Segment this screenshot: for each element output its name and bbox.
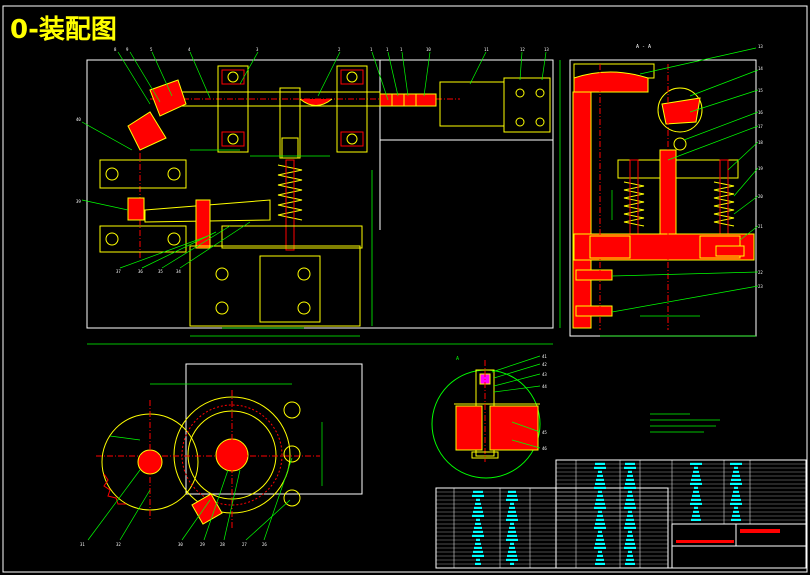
parts-list-table [435, 459, 807, 569]
top-view-gears: 31 32 30 29 28 27 26 [80, 363, 363, 547]
svg-text:20: 20 [758, 194, 763, 199]
drawing-title: 0-装配图 [10, 15, 117, 45]
svg-text:30: 30 [178, 542, 183, 547]
section-label: A - A [636, 44, 651, 50]
svg-text:1: 1 [400, 47, 403, 52]
svg-text:46: 46 [542, 446, 547, 451]
svg-text:29: 29 [200, 542, 205, 547]
svg-text:10: 10 [426, 47, 431, 52]
drawing-frame [2, 5, 808, 573]
svg-text:15: 15 [758, 88, 763, 93]
svg-text:45: 45 [542, 430, 547, 435]
svg-text:1: 1 [386, 47, 389, 52]
bevel-gear-pair [127, 79, 187, 151]
svg-text:37: 37 [116, 269, 121, 274]
svg-text:42: 42 [542, 362, 547, 367]
svg-text:32: 32 [116, 542, 121, 547]
svg-text:35: 35 [158, 269, 163, 274]
svg-text:34: 34 [176, 269, 181, 274]
svg-text:1: 1 [370, 47, 373, 52]
svg-text:14: 14 [758, 66, 763, 71]
svg-text:13: 13 [758, 44, 763, 49]
svg-text:17: 17 [758, 124, 763, 129]
bearing-block-left [217, 65, 249, 153]
svg-text:22: 22 [758, 270, 763, 275]
svg-text:44: 44 [542, 384, 547, 389]
coupling [379, 93, 437, 107]
svg-text:28: 28 [220, 542, 225, 547]
svg-text:40: 40 [76, 117, 81, 122]
svg-text:31: 31 [80, 542, 85, 547]
svg-text:39: 39 [76, 199, 81, 204]
svg-text:19: 19 [758, 166, 763, 171]
svg-text:18: 18 [758, 140, 763, 145]
svg-text:12: 12 [520, 47, 525, 52]
svg-text:16: 16 [758, 110, 763, 115]
svg-text:5: 5 [150, 47, 153, 52]
technical-notes [650, 413, 720, 433]
svg-text:9: 9 [126, 47, 129, 52]
cam-section [657, 87, 703, 151]
detail-view: 41 42 43 44 45 46 A [431, 354, 547, 479]
svg-text:8: 8 [114, 47, 117, 52]
motor [439, 77, 551, 133]
svg-text:13: 13 [544, 47, 549, 52]
svg-text:2: 2 [338, 47, 341, 52]
svg-text:11: 11 [484, 47, 489, 52]
gear-icon [101, 413, 199, 511]
spring-icon [623, 181, 735, 227]
svg-text:26: 26 [262, 542, 267, 547]
svg-text:36: 36 [138, 269, 143, 274]
svg-text:3: 3 [256, 47, 259, 52]
svg-text:4: 4 [188, 47, 191, 52]
svg-text:23: 23 [758, 284, 763, 289]
svg-text:21: 21 [758, 224, 763, 229]
detail-label: A [456, 356, 459, 362]
side-view-section: 13 14 15 16 17 18 19 20 21 22 23 A - A [569, 44, 763, 337]
svg-text:27: 27 [242, 542, 247, 547]
svg-text:41: 41 [542, 354, 547, 359]
bearing-block-right [336, 65, 368, 153]
punch-column [277, 87, 303, 251]
svg-text:43: 43 [542, 372, 547, 377]
bolt-icon [575, 245, 745, 317]
